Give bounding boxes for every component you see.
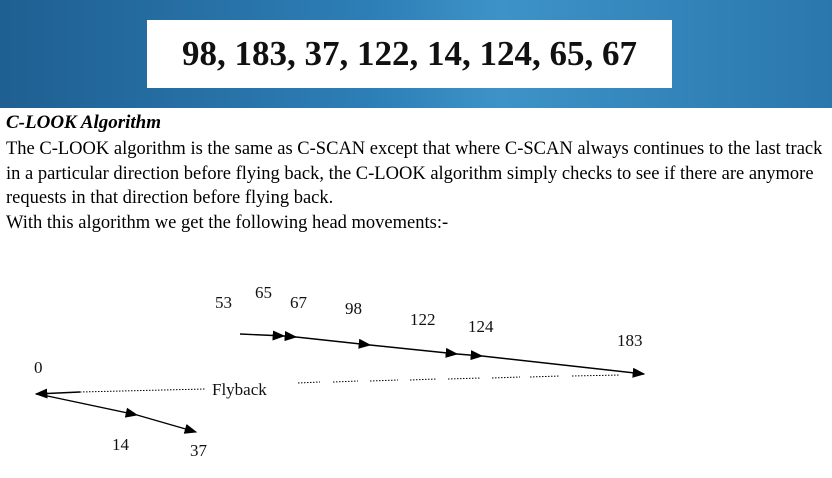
flyback-label: Flyback — [212, 380, 267, 399]
track-label-122: 122 — [410, 310, 436, 329]
lower-movement-line — [37, 393, 198, 434]
track-label-53: 53 — [215, 293, 232, 312]
track-label-67: 67 — [290, 293, 308, 312]
flyback-arrowhead — [34, 388, 81, 399]
section-title: C-LOOK Algorithm — [6, 112, 162, 133]
head-movement-diagram: 53 65 67 98 122 124 183 Flyback 0 14 37 — [34, 283, 646, 460]
track-label-14: 14 — [112, 435, 130, 454]
intro-line: With this algorithm we get the following… — [6, 212, 449, 233]
description-paragraph: The C-LOOK algorithm is the same as C-SC… — [6, 139, 823, 208]
description: The C-LOOK algorithm is the same as C-SC… — [6, 137, 826, 235]
track-label-65: 65 — [255, 283, 272, 302]
track-label-183: 183 — [617, 331, 643, 350]
flyback-dotted-line — [79, 374, 621, 393]
track-label-98: 98 — [345, 299, 362, 318]
title-banner: 98, 183, 37, 122, 14, 124, 65, 67 — [0, 0, 832, 108]
track-label-0: 0 — [34, 358, 43, 377]
request-queue-text: 98, 183, 37, 122, 14, 124, 65, 67 — [182, 34, 637, 73]
track-label-124: 124 — [468, 317, 494, 336]
request-queue-box: 98, 183, 37, 122, 14, 124, 65, 67 — [147, 20, 672, 88]
upper-movement-line — [239, 330, 646, 378]
track-label-37: 37 — [190, 441, 208, 460]
